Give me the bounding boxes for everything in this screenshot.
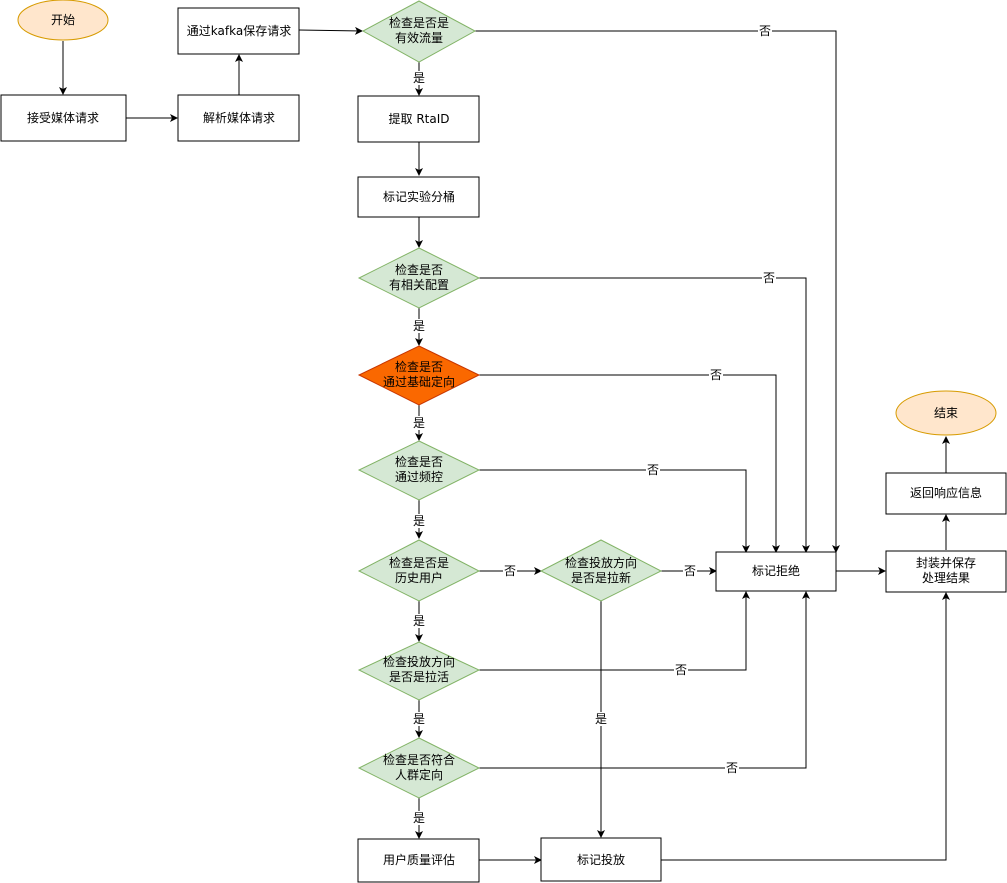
mark-reject-node[interactable]: 标记拒绝 xyxy=(715,551,837,592)
parse-request-node[interactable]: 解析媒体请求 xyxy=(177,94,300,142)
label-basic-no: 否 xyxy=(709,368,723,382)
package-result-node[interactable]: 封装并保存 处理结果 xyxy=(885,550,1007,593)
history-user-label-1: 检查是否是 xyxy=(389,555,449,570)
return-response-label: 返回响应信息 xyxy=(910,485,982,500)
label-basic-yes: 是 xyxy=(412,416,426,430)
label-active-yes: 是 xyxy=(412,712,426,726)
edge-freq-reject xyxy=(479,469,750,553)
label-active-no: 否 xyxy=(674,663,688,677)
svg-text:否: 否 xyxy=(647,463,659,477)
label-new-no: 否 xyxy=(683,564,697,578)
edge-labels: 是 否 是 否 是 否 是 否 否 是 否 是 否 是 否 是 xyxy=(412,24,776,825)
package-result-label-1: 封装并保存 xyxy=(916,556,976,570)
edge-basic-reject xyxy=(479,374,780,553)
valid-traffic-decision[interactable]: 检查是否是 有效流量 xyxy=(361,0,477,63)
edge-deliver-package xyxy=(661,592,950,861)
kafka-save-label: 通过kafka保存请求 xyxy=(187,24,291,38)
label-hist-no: 否 xyxy=(503,564,517,578)
label-crowd-no: 否 xyxy=(725,761,739,775)
reactivation-decision[interactable]: 检查投放方向 是否是拉活 xyxy=(357,641,481,701)
svg-text:是: 是 xyxy=(413,319,425,333)
frequency-control-label-1: 检查是否 xyxy=(395,454,443,469)
edges xyxy=(59,26,950,864)
end-label: 结束 xyxy=(934,406,958,420)
acquisition-label-2: 是否是拉新 xyxy=(571,570,631,585)
svg-text:否: 否 xyxy=(675,663,687,677)
svg-text:是: 是 xyxy=(413,712,425,726)
edge-kafka-valid xyxy=(298,26,363,35)
edge-valid-reject xyxy=(475,30,840,553)
config-label-2: 有相关配置 xyxy=(389,278,449,292)
svg-text:否: 否 xyxy=(504,564,516,578)
svg-text:是: 是 xyxy=(595,712,607,726)
svg-text:是: 是 xyxy=(413,614,425,628)
svg-text:否: 否 xyxy=(763,271,775,285)
label-config-yes: 是 xyxy=(412,319,426,333)
label-config-no: 否 xyxy=(762,271,776,285)
quality-eval-label: 用户质量评估 xyxy=(383,852,455,867)
label-valid-no: 否 xyxy=(758,24,772,38)
basic-targeting-label-1: 检查是否 xyxy=(395,359,443,374)
label-freq-yes: 是 xyxy=(412,514,426,528)
svg-text:否: 否 xyxy=(726,761,738,775)
reactivation-label-1: 检查投放方向 xyxy=(383,654,455,669)
svg-text:是: 是 xyxy=(413,416,425,430)
config-decision[interactable]: 检查是否 有相关配置 xyxy=(357,247,481,309)
acquisition-decision[interactable]: 检查投放方向 是否是拉新 xyxy=(539,539,663,602)
label-valid-yes: 是 xyxy=(412,71,426,85)
mark-bucket-node[interactable]: 标记实验分桶 xyxy=(357,176,480,218)
mark-bucket-label: 标记实验分桶 xyxy=(383,189,455,204)
svg-text:否: 否 xyxy=(710,368,722,382)
basic-targeting-label-2: 通过基础定向 xyxy=(383,374,455,389)
svg-text:是: 是 xyxy=(413,514,425,528)
svg-text:是: 是 xyxy=(413,71,425,85)
crowd-targeting-label-1: 检查是否符合 xyxy=(383,752,455,767)
kafka-save-node[interactable]: 通过kafka保存请求 xyxy=(177,7,300,55)
frequency-control-decision[interactable]: 检查是否 通过频控 xyxy=(357,440,481,501)
edge-crowd-reject xyxy=(479,591,810,769)
start-label: 开始 xyxy=(51,13,75,27)
crowd-targeting-label-2: 人群定向 xyxy=(395,767,443,782)
quality-eval-node[interactable]: 用户质量评估 xyxy=(357,838,480,883)
crowd-targeting-decision[interactable]: 检查是否符合 人群定向 xyxy=(357,737,481,799)
svg-text:否: 否 xyxy=(684,564,696,578)
mark-reject-label: 标记拒绝 xyxy=(752,563,800,578)
start-node[interactable]: 开始 xyxy=(17,0,109,41)
mark-deliver-node[interactable]: 标记投放 xyxy=(540,837,662,882)
acquisition-label-1: 检查投放方向 xyxy=(565,555,637,570)
svg-text:是: 是 xyxy=(413,811,425,825)
return-response-node[interactable]: 返回响应信息 xyxy=(885,472,1007,515)
reactivation-label-2: 是否是拉活 xyxy=(389,669,449,684)
label-freq-no: 否 xyxy=(646,463,660,477)
edge-config-reject xyxy=(479,277,810,553)
receive-request-label: 接受媒体请求 xyxy=(27,110,99,125)
receive-request-node[interactable]: 接受媒体请求 xyxy=(0,94,127,142)
edge-active-reject xyxy=(479,591,750,671)
history-user-label-2: 历史用户 xyxy=(395,570,443,585)
end-node[interactable]: 结束 xyxy=(895,390,997,436)
history-user-decision[interactable]: 检查是否是 历史用户 xyxy=(357,539,481,602)
extract-rtaid-node[interactable]: 提取 RtaID xyxy=(357,95,480,143)
config-label-1: 检查是否 xyxy=(395,262,443,277)
package-result-label-2: 处理结果 xyxy=(922,571,970,585)
frequency-control-label-2: 通过频控 xyxy=(395,470,443,484)
extract-rtaid-label: 提取 RtaID xyxy=(389,111,450,126)
valid-traffic-label-1: 检查是否是 xyxy=(389,15,449,30)
label-new-yes: 是 xyxy=(594,712,608,726)
basic-targeting-decision[interactable]: 检查是否 通过基础定向 xyxy=(357,345,481,406)
valid-traffic-label-2: 有效流量 xyxy=(395,30,443,45)
parse-request-label: 解析媒体请求 xyxy=(203,111,275,125)
mark-deliver-label: 标记投放 xyxy=(577,852,625,867)
label-hist-yes: 是 xyxy=(412,614,426,628)
svg-text:否: 否 xyxy=(759,24,771,38)
label-crowd-yes: 是 xyxy=(412,811,426,825)
